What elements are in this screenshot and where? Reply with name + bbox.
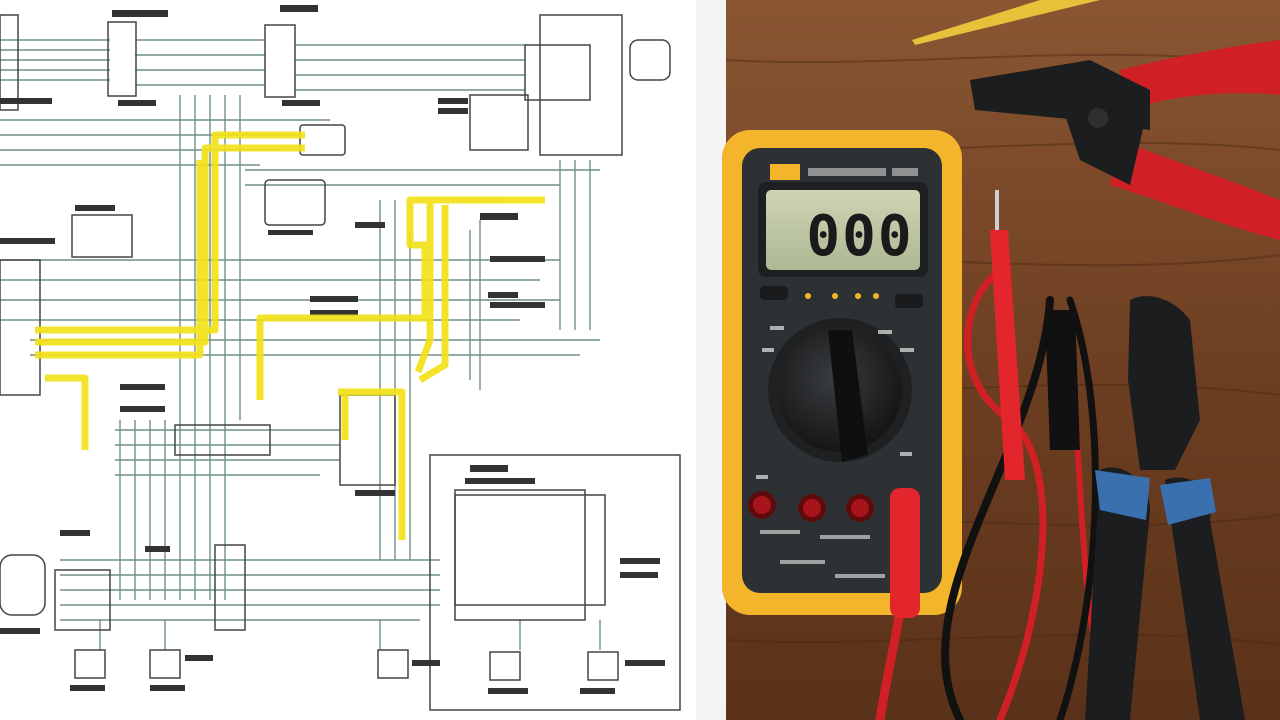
pencil — [912, 0, 1100, 45]
hold-button — [760, 286, 788, 300]
dial-pointer — [828, 330, 868, 462]
wiring-diagram — [0, 0, 726, 720]
pliers-red — [970, 40, 1280, 240]
lcd-readout: 000 — [806, 204, 913, 269]
red-probe — [990, 190, 1025, 480]
highlighted-circuit — [35, 131, 545, 540]
brand-logo — [770, 164, 800, 180]
red-plug — [890, 488, 920, 618]
range-button — [895, 294, 923, 308]
diagram-labels — [0, 5, 665, 694]
blue-grip-left — [1095, 470, 1150, 520]
input-jacks — [748, 491, 874, 522]
black-probe — [1045, 310, 1080, 450]
lcd-screen — [766, 190, 920, 270]
multimeter: 000 — [722, 130, 962, 615]
wire-strippers — [1085, 296, 1245, 720]
blue-grip-right — [1160, 478, 1216, 525]
